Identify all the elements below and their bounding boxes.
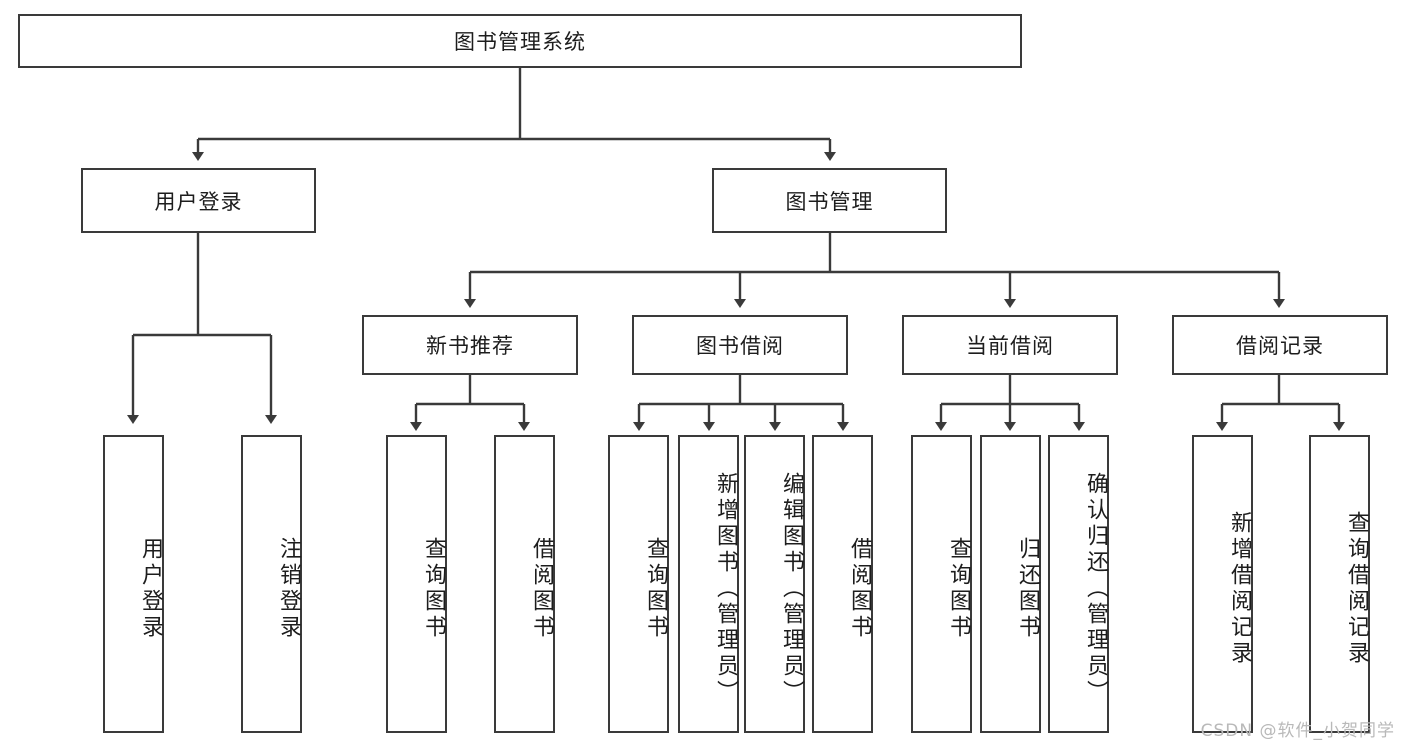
leaf-query-book-3[interactable]: 查询图书	[911, 435, 972, 733]
node-user-login[interactable]: 用户登录	[81, 168, 316, 233]
node-borrow-record[interactable]: 借阅记录	[1172, 315, 1388, 375]
node-new-book-recommend[interactable]: 新书推荐	[362, 315, 578, 375]
leaf-borrow-book-2-label: 借阅图书	[847, 537, 872, 641]
leaf-query-book-3-label: 查询图书	[946, 537, 971, 641]
leaf-return-book[interactable]: 归还图书	[980, 435, 1041, 733]
leaf-add-book[interactable]: 新增图书（管理员）	[678, 435, 739, 733]
leaf-query-record-label: 查询借阅记录	[1344, 511, 1369, 667]
leaf-query-book-2[interactable]: 查询图书	[608, 435, 669, 733]
leaf-borrow-book-2[interactable]: 借阅图书	[812, 435, 873, 733]
leaf-query-book-2-label: 查询图书	[643, 537, 668, 641]
leaf-confirm-return[interactable]: 确认归还（管理员）	[1048, 435, 1109, 733]
node-root[interactable]: 图书管理系统	[18, 14, 1022, 68]
leaf-return-book-label: 归还图书	[1015, 537, 1040, 641]
node-borrow-record-label: 借阅记录	[1236, 334, 1324, 358]
node-current-borrow[interactable]: 当前借阅	[902, 315, 1118, 375]
leaf-edit-book[interactable]: 编辑图书（管理员）	[744, 435, 805, 733]
leaf-logout-login[interactable]: 注销登录	[241, 435, 302, 733]
node-current-borrow-label: 当前借阅	[966, 334, 1054, 358]
node-user-login-label: 用户登录	[154, 189, 243, 214]
node-book-borrow[interactable]: 图书借阅	[632, 315, 848, 375]
node-new-book-recommend-label: 新书推荐	[426, 334, 514, 358]
node-book-borrow-label: 图书借阅	[696, 334, 784, 358]
node-book-manage[interactable]: 图书管理	[712, 168, 947, 233]
leaf-user-login-label: 用户登录	[138, 537, 163, 641]
node-root-label: 图书管理系统	[454, 30, 586, 54]
leaf-add-record[interactable]: 新增借阅记录	[1192, 435, 1253, 733]
leaf-borrow-book-1-label: 借阅图书	[529, 537, 554, 641]
leaf-query-book-1-label: 查询图书	[421, 537, 446, 641]
leaf-user-login[interactable]: 用户登录	[103, 435, 164, 733]
leaf-query-book-1[interactable]: 查询图书	[386, 435, 447, 733]
leaf-borrow-book-1[interactable]: 借阅图书	[494, 435, 555, 733]
leaf-query-record[interactable]: 查询借阅记录	[1309, 435, 1370, 733]
node-book-manage-label: 图书管理	[785, 189, 874, 214]
leaf-add-book-label: 新增图书（管理员）	[713, 472, 738, 706]
leaf-confirm-return-label: 确认归还（管理员）	[1083, 472, 1108, 706]
leaf-logout-login-label: 注销登录	[276, 537, 301, 641]
leaf-add-record-label: 新增借阅记录	[1227, 511, 1252, 667]
leaf-edit-book-label: 编辑图书（管理员）	[779, 472, 804, 706]
